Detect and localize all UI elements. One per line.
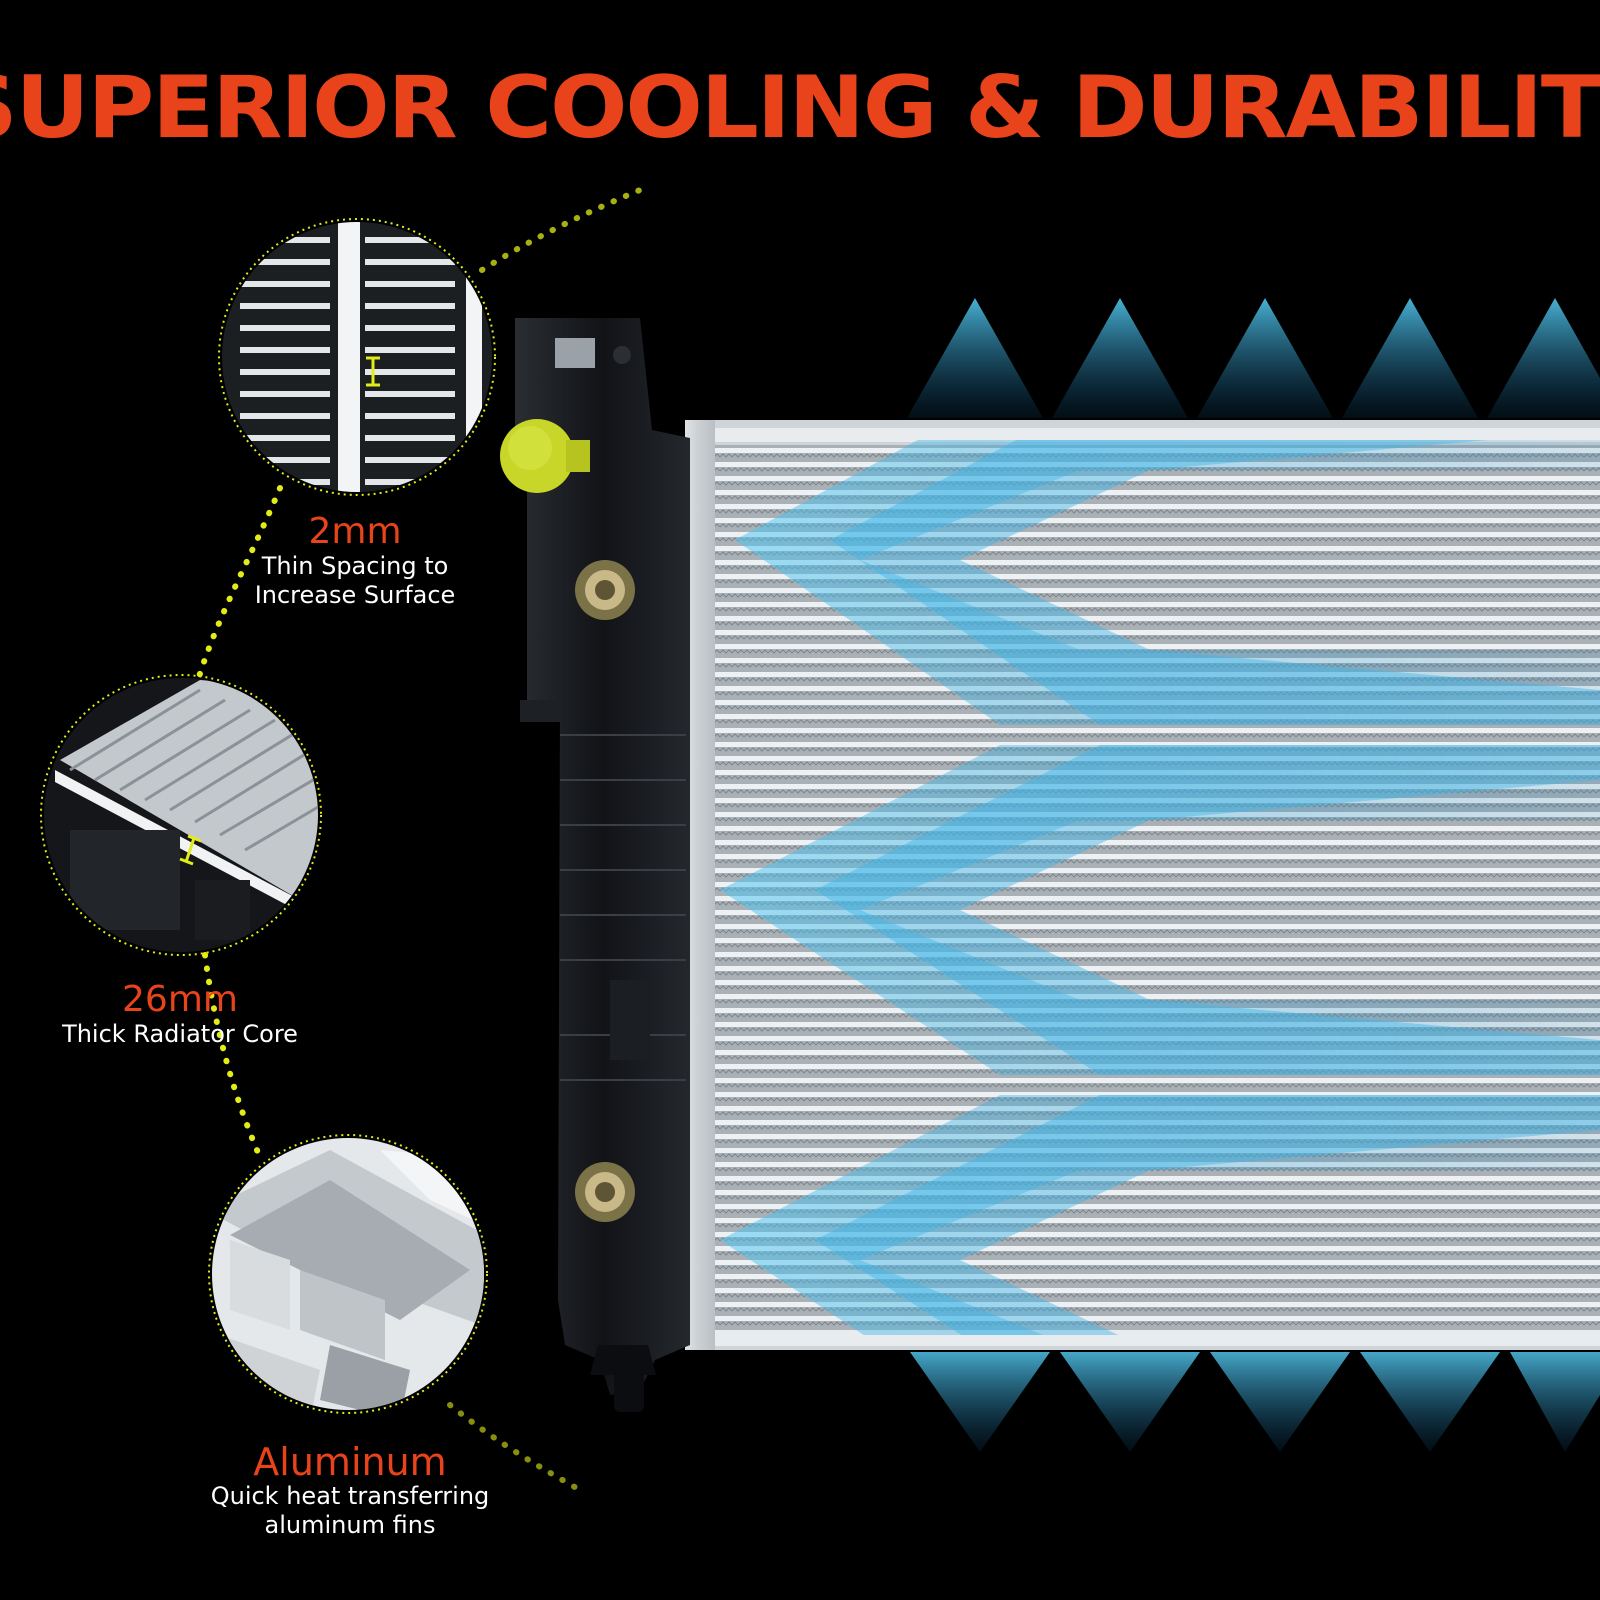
callout-value: 26mm <box>122 979 238 1020</box>
callout-description-line: Thin Spacing to <box>261 552 449 580</box>
detail-circle-aluminum <box>208 1134 488 1414</box>
airflow-top <box>907 298 1600 418</box>
headline: SUPERIOR COOLING & DURABILITY <box>0 58 1600 158</box>
callout-core-thickness: 26mm Thick Radiator Core <box>40 980 320 1049</box>
callout-value: 2mm <box>308 511 402 552</box>
callout-description-line: aluminum fins <box>264 1511 436 1539</box>
callout-description-line: Quick heat transferring <box>210 1482 490 1510</box>
airflow-arrows <box>720 440 1600 1335</box>
callout-description-line: Thick Radiator Core <box>62 1020 298 1048</box>
detail-circle-fins <box>218 218 496 496</box>
connector-dots <box>192 187 643 1493</box>
detail-circle-core <box>40 674 322 956</box>
filler-cap <box>500 419 590 493</box>
callout-fin-spacing: 2mm Thin Spacing to Increase Surface <box>230 512 480 610</box>
callout-material: Aluminum Quick heat transferring aluminu… <box>195 1442 505 1540</box>
callout-description-line: Increase Surface <box>254 581 456 609</box>
side-tank <box>515 318 690 1412</box>
fitting-bolts <box>575 560 635 1222</box>
callout-value: Aluminum <box>253 1440 447 1484</box>
airflow-bottom <box>910 1352 1600 1452</box>
